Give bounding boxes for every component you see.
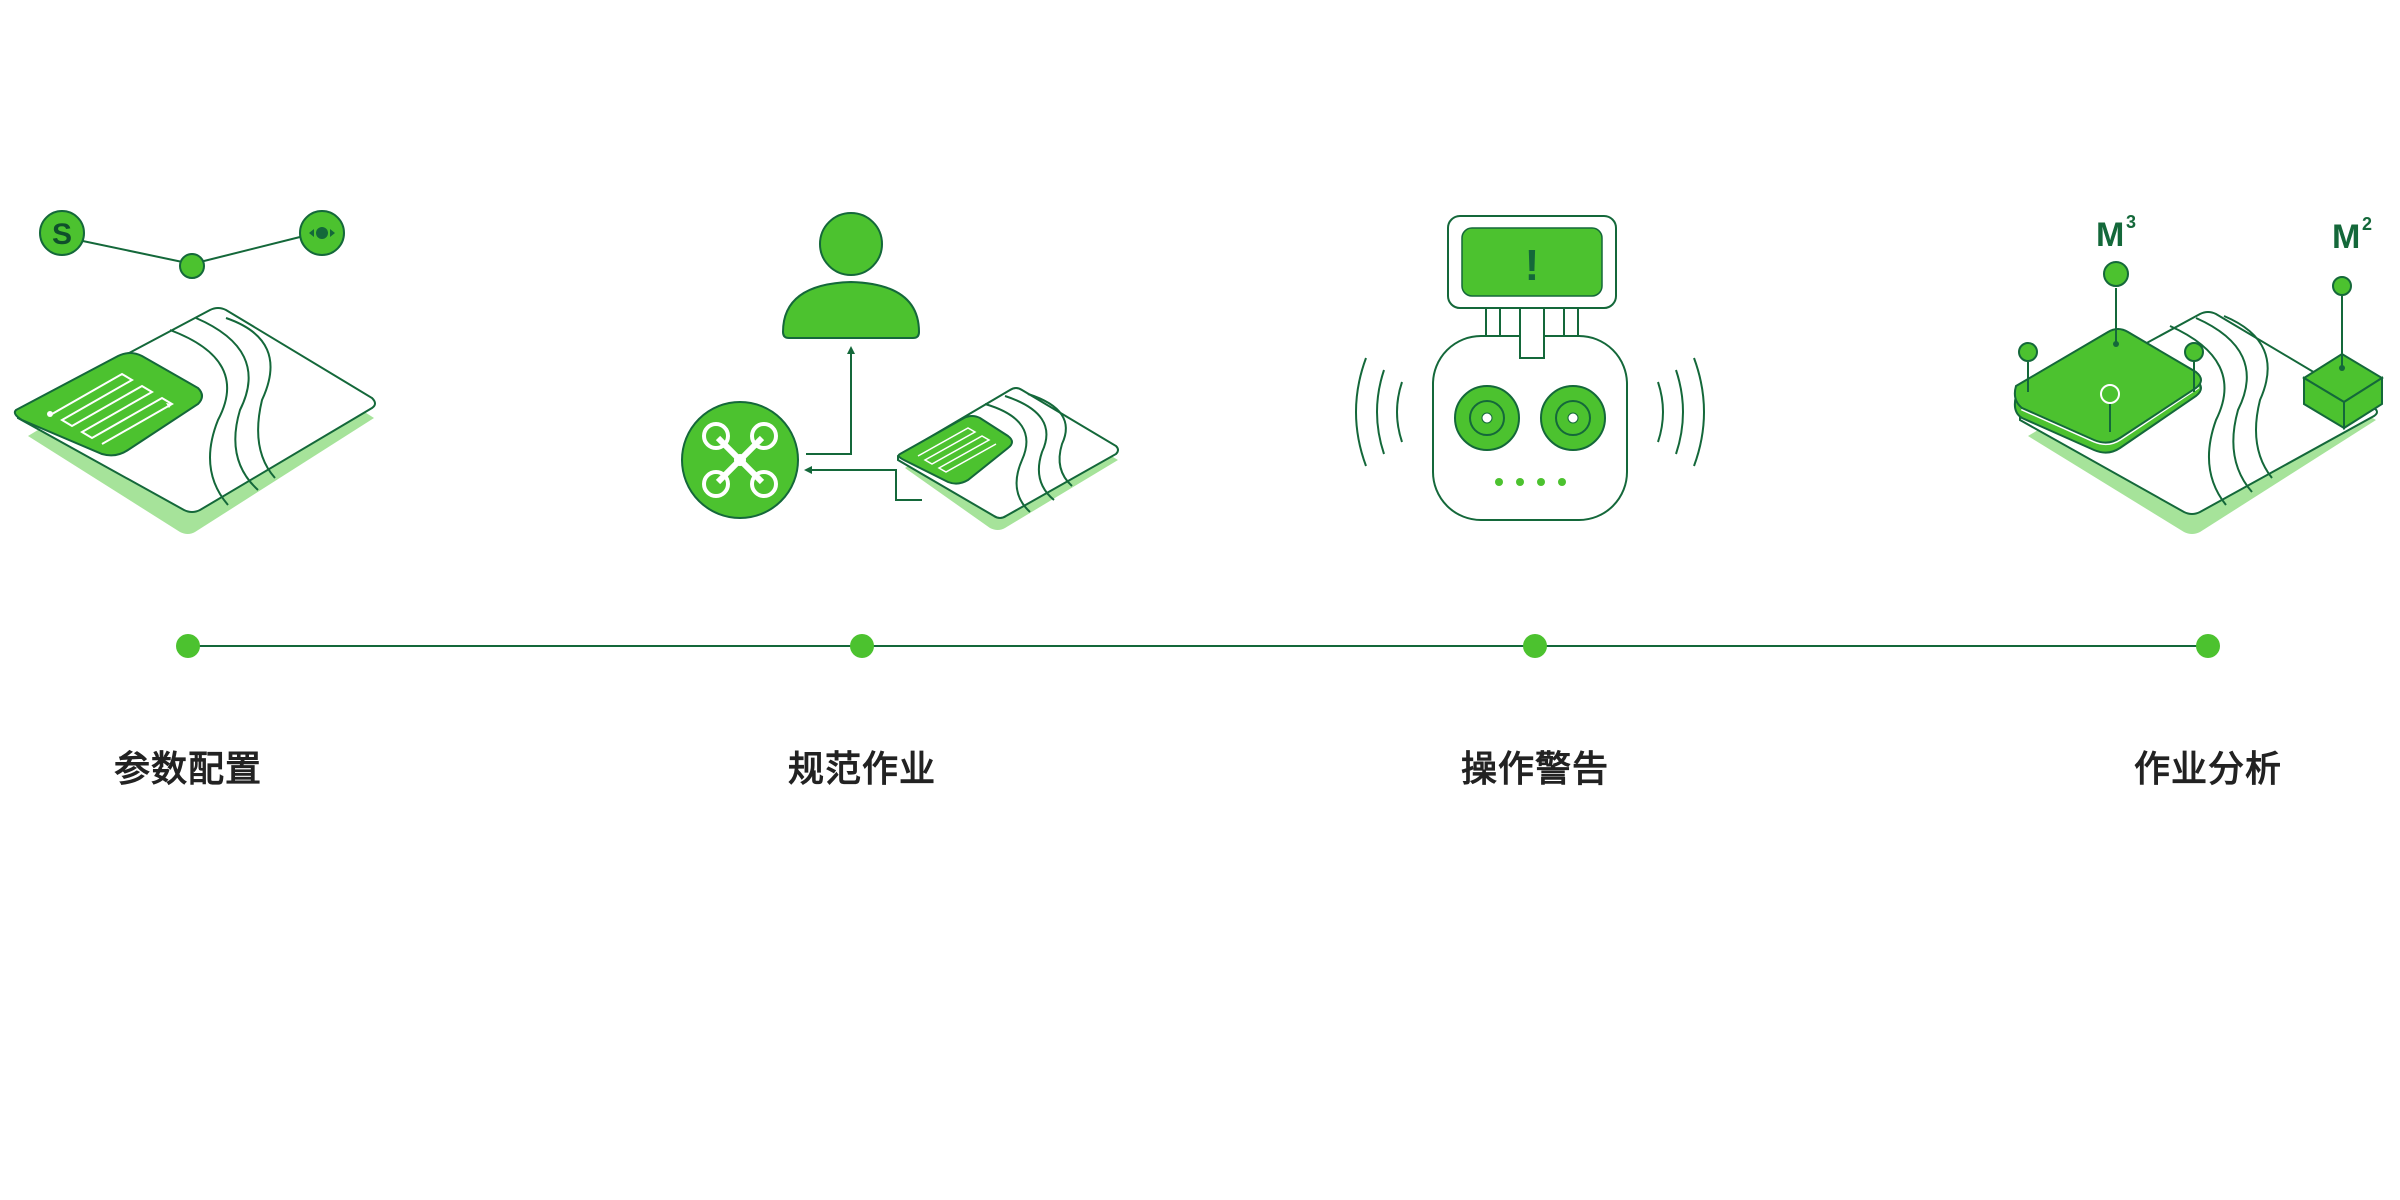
area-superscript: 2: [2362, 214, 2372, 234]
timeline-node: [1523, 634, 1547, 658]
volume-label: M: [2096, 216, 2124, 254]
node-icon: [179, 253, 205, 279]
cube-icon: [2302, 276, 2384, 430]
timeline: [176, 634, 2220, 658]
timeline-node: [176, 634, 200, 658]
target-marker-icon: [299, 210, 345, 256]
warning-mark: !: [1525, 241, 1540, 290]
timeline-node: [850, 634, 874, 658]
joystick-left-icon: [1454, 385, 1520, 451]
area-label: M: [2332, 218, 2360, 256]
signal-waves-icon: [1355, 357, 1705, 467]
step-label-operation-warning: 操作警告: [1460, 749, 1609, 790]
step-label-standard-operation: 规范作业: [787, 749, 936, 790]
step-label-operation-analysis: 作业分析: [2133, 749, 2282, 790]
step-label-parameter-config: 参数配置: [113, 749, 262, 790]
volume-superscript: 3: [2126, 212, 2136, 232]
remote-controller-warning-icon: !: [1355, 215, 1705, 521]
timeline-node: [2196, 634, 2220, 658]
pilot-drone-standard-operation-icon: [681, 212, 1119, 530]
pilot-icon: [781, 212, 921, 339]
joystick-right-icon: [1540, 385, 1606, 451]
s-marker-text: S: [52, 218, 72, 251]
drone-icon: [681, 401, 799, 519]
field-route-parameter-icon: S: [13, 210, 376, 534]
s-marker-icon: S: [39, 210, 85, 256]
volume-area-analysis-icon: M 3 M 2: [2013, 212, 2384, 534]
